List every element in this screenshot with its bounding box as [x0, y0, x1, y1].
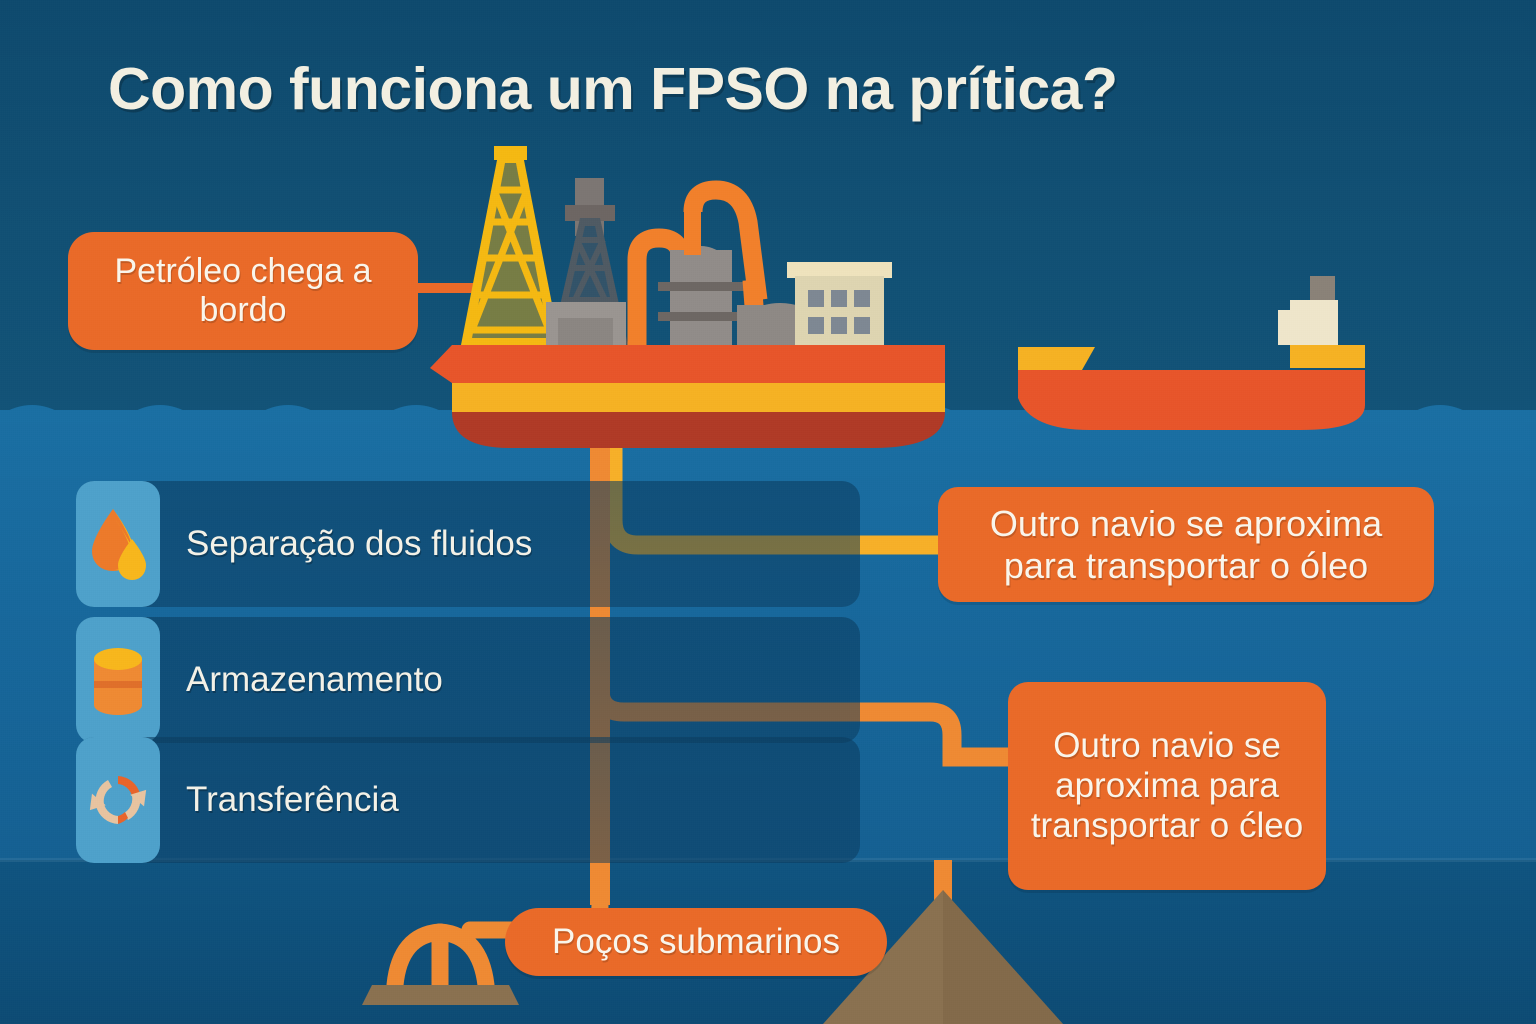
process-label-separation: Separação dos fluidos [186, 524, 533, 564]
tanker-stern-deck [1290, 345, 1365, 368]
fpso-hull [430, 345, 945, 448]
wellhead-bases [362, 985, 519, 1005]
tanker-bow-deck [1018, 347, 1095, 370]
oil-droplets-icon-tile [76, 481, 160, 607]
callout-oil-arrives[interactable]: Petróleo chega a bordo [68, 232, 418, 350]
process-row-separation[interactable]: Separação dos fluidos [76, 481, 860, 607]
oil-droplets-icon [92, 509, 146, 580]
shuttle-tanker [1018, 276, 1365, 430]
recycle-arrows-icon-tile [76, 737, 160, 863]
process-row-transfer[interactable]: Transferência [76, 737, 860, 863]
accommodation-block [787, 262, 892, 348]
separator-vessel [658, 207, 744, 348]
yellow-derrick-tower [461, 146, 560, 345]
callout-other-ship-bottom[interactable]: Outro navio se aproxima para transportar… [1008, 682, 1326, 890]
topside-arch-pipe [683, 180, 768, 302]
callout-other-ship-top[interactable]: Outro navio se aproxima para transportar… [938, 487, 1434, 602]
process-label-storage: Armazenamento [186, 660, 443, 700]
recycle-arrows-icon [89, 776, 147, 824]
tanker-hull [1018, 370, 1365, 430]
callout-subsea-wells[interactable]: Poços submarinos [505, 908, 887, 976]
process-module-1-inner [558, 318, 613, 348]
page-title: Como funciona um FPSO na prítica? [108, 56, 1118, 122]
process-label-transfer: Transferência [186, 780, 399, 820]
fpso-vessel [430, 146, 945, 448]
process-row-storage[interactable]: Armazenamento [76, 617, 860, 743]
tanker-superstructure [1290, 300, 1338, 345]
oil-callout-connector [408, 283, 518, 293]
storage-tank-icon-tile [76, 617, 160, 743]
storage-tank-icon [94, 648, 142, 715]
